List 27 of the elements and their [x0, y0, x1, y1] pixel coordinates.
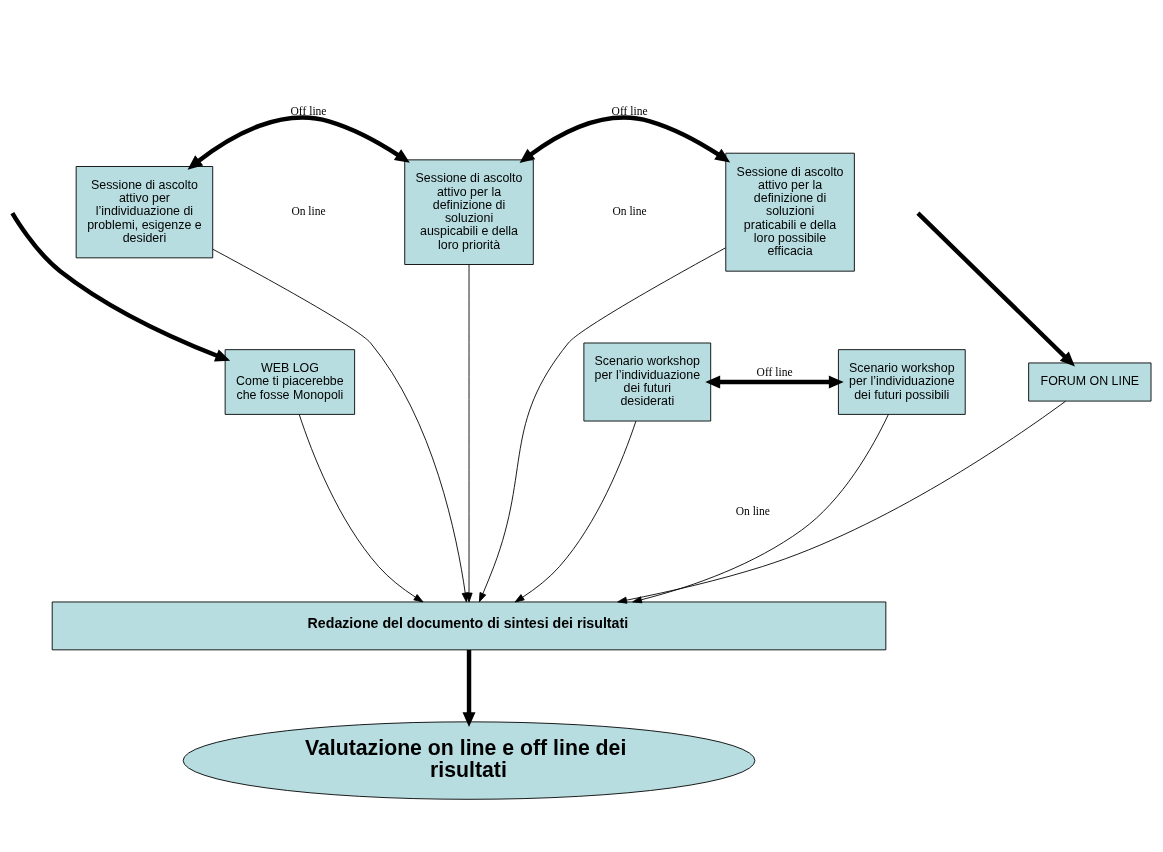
node-box: Sessione di ascolto attivo per la definizione di soluzioni praticabili e della loro possibile efficacia: [725, 152, 855, 272]
node-ellipse: Valutazione on line e off line dei risultati: [182, 721, 756, 800]
edge-label: Off line: [611, 104, 648, 117]
arrow: [916, 211, 1075, 367]
label: On line: [735, 504, 770, 517]
arrow: [617, 400, 1067, 604]
node-box: FORUM ON LINE: [1028, 362, 1152, 402]
arrow: [10, 212, 231, 362]
node-box: WEB LOG Come ti piacerebbe che fosse Monopoli: [224, 349, 356, 415]
edge-label: Off line: [756, 366, 793, 379]
node-box: Sessione di ascolto attivo per l’individuazione di problemi, esigenze e desideri: [75, 166, 214, 259]
arrow: [478, 247, 726, 603]
label: On line: [612, 205, 647, 218]
arrow: [632, 414, 889, 604]
node-box: Sessione di ascolto attivo per la definizione di soluzioni auspicabili e della loro priorità: [404, 159, 534, 265]
arrow: [519, 115, 731, 163]
arrow: [298, 414, 424, 603]
node-box: Redazione del documento di sintesi dei risultati: [51, 601, 887, 651]
node-box: Scenario workshop per l’individuazione dei futuri possibili: [837, 349, 966, 415]
arrow: [465, 264, 473, 603]
node-box: Scenario workshop per l’individuazione dei futuri desiderati: [583, 342, 712, 422]
edge-label: Off line: [290, 104, 327, 117]
arrow: [705, 375, 844, 389]
arrow: [462, 649, 476, 727]
label: On line: [291, 205, 326, 218]
arrow: [514, 420, 637, 603]
arrow: [187, 115, 410, 170]
